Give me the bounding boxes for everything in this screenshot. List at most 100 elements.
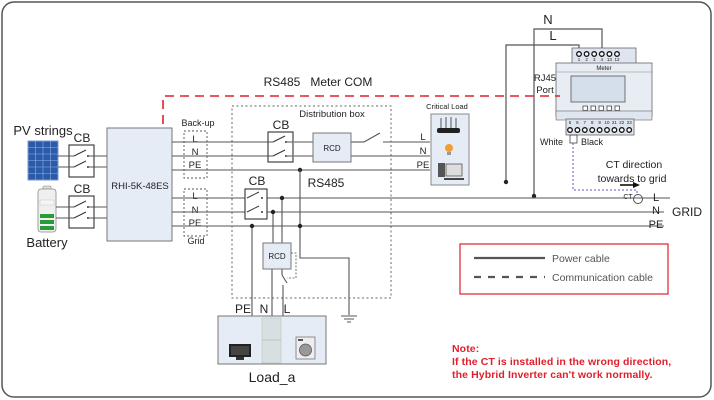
meter-terminal — [626, 127, 633, 133]
meter-terminal-number: 8 — [591, 120, 594, 125]
load-a-pe: PE — [235, 302, 251, 316]
meter-terminal — [614, 51, 620, 57]
grid-l-label: L — [653, 192, 659, 204]
rj45-label: RJ45 — [534, 73, 556, 84]
meter-terminal-number: 2 — [585, 57, 588, 62]
computer-icon — [438, 163, 464, 180]
meter-terminal — [576, 51, 582, 57]
communication-cable-label: Communication cable — [552, 272, 653, 284]
rs485-label: RS485 — [308, 176, 345, 190]
ct-lead-connector — [569, 134, 578, 144]
rcd-trip-link — [287, 252, 297, 279]
backup-port-box — [183, 130, 208, 179]
grid-port-l: L — [192, 191, 197, 202]
junction-dot — [279, 195, 285, 201]
meter-terminal-number: 7 — [584, 120, 587, 125]
grid-port-label: Grid — [187, 236, 204, 246]
junction-dot — [503, 179, 509, 185]
meter-button — [606, 105, 612, 111]
note-line-2: the Hybrid Inverter can't work normally. — [452, 369, 653, 381]
inverter-model-label: RHI-5K-48ES — [111, 181, 169, 192]
meter-button — [590, 105, 596, 111]
load-a-n: N — [260, 302, 269, 316]
load-a-label: Load_a — [249, 369, 296, 385]
load-rcd-label: RCD — [268, 252, 286, 261]
grid-label: GRID — [672, 205, 702, 219]
meter-supply-wires — [505, 28, 603, 196]
grid-port-pe: PE — [189, 218, 202, 229]
meter-button — [614, 105, 620, 111]
backup-port-label: Back-up — [181, 118, 214, 128]
pv-circuit-breaker — [58, 144, 107, 178]
port-label: Port — [536, 85, 554, 96]
backup-n: N — [192, 147, 199, 158]
ct-direction-label-1: CT direction — [606, 159, 663, 171]
meter-terminal-number: 6 — [576, 120, 579, 125]
junction-dot — [270, 209, 276, 215]
meter-button — [598, 105, 604, 111]
grid-cb-label: CB — [249, 174, 266, 188]
meter-terminal-number: 5 — [569, 120, 572, 125]
meter-terminal — [583, 51, 590, 57]
grid-n-label: N — [652, 205, 660, 217]
meter-label: Meter — [596, 66, 611, 72]
ct-direction-label-2: towards to grid — [598, 173, 667, 185]
grid-circuit-breaker — [244, 188, 268, 220]
meter-n-label: N — [543, 12, 552, 27]
critical-load-label: Critical Load — [426, 102, 468, 111]
ct-signal-wire — [572, 143, 638, 196]
load-a-feeders — [251, 170, 350, 316]
backup-circuit-breaker — [267, 131, 294, 163]
critical-load-n: N — [420, 146, 427, 157]
meter-terminal — [598, 51, 605, 57]
meter-terminal — [604, 127, 610, 133]
ground-icon — [341, 315, 357, 323]
critical-load-pe: PE — [417, 160, 430, 171]
junction-dot — [297, 223, 303, 229]
meter-terminal — [574, 127, 581, 133]
meter-terminal — [596, 127, 603, 133]
battery-label: Battery — [26, 235, 68, 250]
grid-pe-label: PE — [649, 219, 664, 231]
meter-l-wire — [505, 44, 580, 182]
meter-display — [570, 75, 626, 103]
backup-l: L — [192, 134, 197, 145]
light-bulb-icon — [445, 144, 453, 155]
meter-terminal — [589, 127, 596, 133]
meter-terminal — [618, 127, 625, 133]
battery-cb-label: CB — [74, 182, 91, 196]
white-wire-label: White — [540, 137, 563, 147]
note-line-1: If the CT is installed in the wrong dire… — [452, 356, 672, 368]
meter-terminal — [611, 127, 618, 133]
refrigerator-icon — [261, 317, 282, 364]
meter-l-label: L — [549, 28, 556, 43]
critical-load-l: L — [420, 132, 425, 143]
junction-dot — [249, 223, 255, 229]
meter-button — [582, 105, 588, 111]
ct-direction-arrow — [620, 182, 640, 188]
solar-panel-icon — [27, 140, 59, 181]
meter-terminal-number: 4 — [601, 57, 604, 62]
legend-box — [459, 243, 669, 295]
meter-terminal-number: 13 — [607, 57, 613, 62]
ct-sensor-icon — [633, 194, 643, 204]
rs485-meter-com-cable — [162, 95, 560, 124]
battery-circuit-breaker — [56, 195, 107, 229]
meter-terminal-number: 10 — [604, 120, 610, 125]
meter-terminal-number: 23 — [627, 120, 633, 125]
router-icon — [437, 117, 460, 133]
hybrid-inverter — [106, 127, 173, 242]
meter-n-wire — [533, 28, 603, 196]
load-rcd — [262, 242, 292, 270]
meter-terminal-number: 21 — [612, 120, 618, 125]
backup-cb-label: CB — [273, 118, 290, 132]
load-a-l: L — [284, 302, 291, 316]
pv-strings-label: PV strings — [13, 123, 73, 138]
meter-buttons — [582, 105, 620, 111]
tv-icon — [229, 344, 251, 360]
junction-dot — [531, 193, 537, 199]
